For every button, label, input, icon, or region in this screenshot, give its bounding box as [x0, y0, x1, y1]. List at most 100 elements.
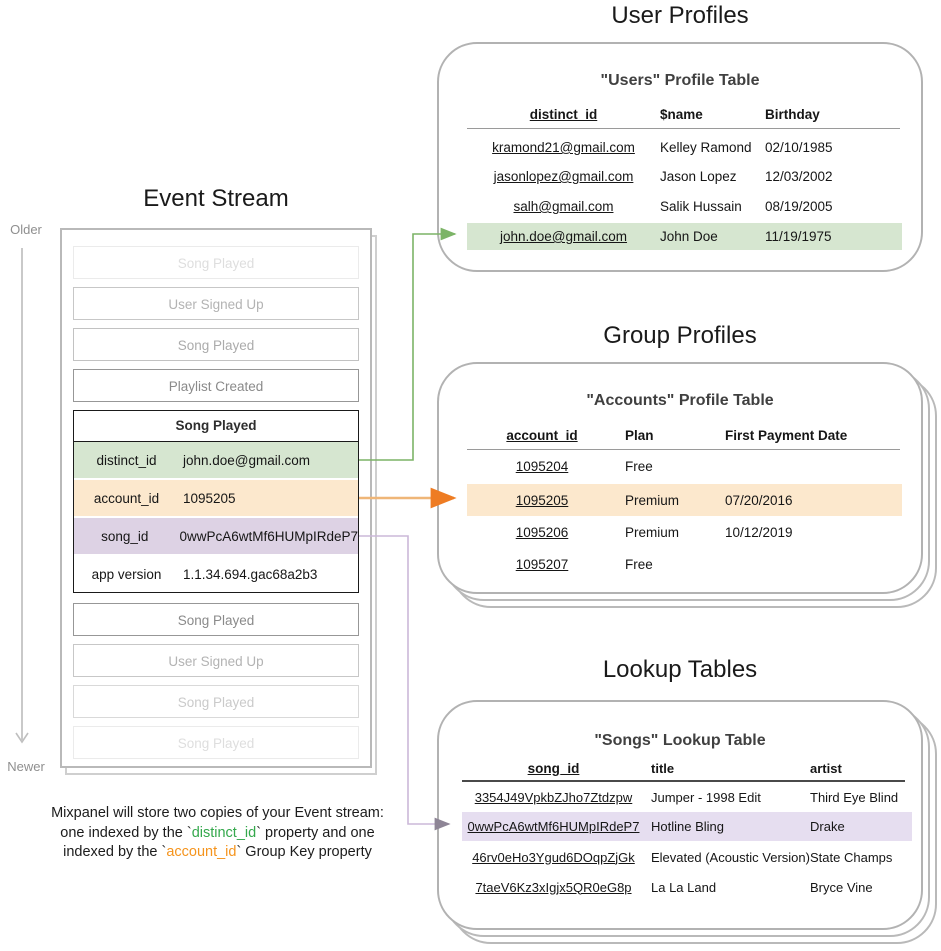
table-row-highlighted-orange: 1095205 Premium 07/20/2016: [467, 484, 902, 516]
group-profiles-title: Group Profiles: [603, 322, 757, 349]
cell-first-payment-date: 10/12/2019: [725, 524, 793, 540]
songs-table-header: song_id title artist: [462, 755, 912, 781]
cell-birthday: 11/19/1975: [765, 229, 832, 244]
column-header-title: title: [651, 760, 675, 776]
table-row-highlighted-purple: 0wwPcA6wtMf6HUMpIRdeP7 Hotline Bling Dra…: [462, 812, 912, 841]
table-row: 3354J49VpkbZJho7Ztdzpw Jumper - 1998 Edi…: [462, 783, 912, 811]
event-detail-row-song-id: song_id 0wwPcA6wtMf6HUMpIRdeP7: [74, 518, 358, 554]
caption-line2-pre: one indexed by the `: [60, 824, 192, 841]
accounts-header-rule: [467, 449, 900, 450]
caption-distinct-id: distinct_id: [191, 824, 257, 841]
property-value: 0wwPcA6wtMf6HUMpIRdeP7: [179, 528, 358, 544]
event-stream-title: Event Stream: [143, 185, 289, 212]
table-row: 7taeV6Kz3xIgjx5QR0eG8p La La Land Bryce …: [462, 873, 912, 901]
event-box-song-played-4: Song Played: [73, 685, 359, 718]
cell-name: Kelley Ramond: [660, 140, 752, 155]
cell-name: Jason Lopez: [660, 169, 737, 184]
accounts-table-header: account_id Plan First Payment Date: [467, 422, 902, 448]
property-value: 1.1.34.694.gac68a2b3: [183, 566, 318, 582]
column-header-birthday: Birthday: [765, 106, 820, 122]
cell-title: Jumper - 1998 Edit: [651, 789, 761, 805]
accounts-card: "Accounts" Profile Table account_id Plan…: [437, 362, 923, 594]
cell-distinct-id: salh@gmail.com: [513, 199, 614, 214]
property-key: account_id: [93, 490, 160, 506]
caption-line2-post: ` property and one: [256, 824, 375, 841]
event-detail-row-distinct-id: distinct_id john.doe@gmail.com: [74, 442, 358, 478]
cell-title: La La Land: [651, 879, 717, 895]
event-box-song-played-3: Song Played: [73, 603, 359, 636]
cell-artist: Bryce Vine: [810, 879, 873, 895]
cell-birthday: 08/19/2005: [765, 199, 833, 214]
cell-account-id: 1095206: [515, 524, 569, 540]
event-stream-caption: Mixpanel will store two copies of your E…: [30, 804, 405, 863]
column-header-artist: artist: [810, 760, 842, 776]
cell-artist: Third Eye Blind: [810, 789, 899, 805]
lookup-tables-title: Lookup Tables: [602, 656, 758, 683]
cell-distinct-id: kramond21@gmail.com: [492, 140, 635, 155]
cell-plan: Premium: [625, 492, 680, 508]
cell-account-id: 1095204: [515, 458, 569, 474]
column-header-distinct-id: distinct_id: [529, 106, 598, 122]
users-table-title: "Users" Profile Table: [600, 72, 760, 89]
users-card: "Users" Profile Table distinct_id $name …: [437, 42, 923, 272]
event-box-user-signed-up-1: User Signed Up: [73, 287, 359, 320]
cell-song-id: 7taeV6Kz3xIgjx5QR0eG8p: [475, 879, 632, 895]
cell-distinct-id: jasonlopez@gmail.com: [493, 169, 634, 184]
property-key: distinct_id: [96, 452, 157, 468]
table-row: kramond21@gmail.com Kelley Ramond 02/10/…: [467, 134, 902, 161]
column-header-name: $name: [660, 106, 703, 122]
event-detail-table: Song Played distinct_id john.doe@gmail.c…: [73, 410, 359, 593]
cell-plan: Free: [625, 556, 653, 572]
songs-header-rule: [462, 780, 905, 782]
event-detail-title: Song Played: [74, 411, 358, 442]
cell-plan: Free: [625, 458, 653, 474]
cell-first-payment-date: 07/20/2016: [725, 492, 793, 508]
column-header-plan: Plan: [625, 427, 654, 443]
timeline-down-arrow-icon: [15, 732, 29, 744]
property-value: john.doe@gmail.com: [183, 452, 311, 468]
event-box-song-played-2: Song Played: [73, 328, 359, 361]
users-table-header: distinct_id $name Birthday: [467, 101, 902, 127]
table-row: 46rv0eHo3Ygud6DOqpZjGk Elevated (Acousti…: [462, 843, 912, 871]
user-profiles-title: User Profiles: [611, 2, 749, 29]
property-value: 1095205: [183, 490, 236, 506]
songs-table-title: "Songs" Lookup Table: [594, 732, 766, 749]
cell-song-id: 0wwPcA6wtMf6HUMpIRdeP7: [467, 819, 640, 834]
caption-line3-pre: indexed by the `: [63, 844, 167, 860]
column-header-account-id: account_id: [506, 427, 578, 443]
event-detail-row-app-version: app version 1.1.34.694.gac68a2b3: [74, 556, 358, 592]
cell-name: Salik Hussain: [660, 199, 742, 214]
event-box-song-played-1: Song Played: [73, 246, 359, 279]
cell-account-id: 1095205: [515, 492, 569, 508]
column-header-first-payment-date: First Payment Date: [725, 427, 848, 443]
cell-birthday: 12/03/2002: [765, 169, 833, 184]
accounts-table-title: "Accounts" Profile Table: [586, 392, 774, 409]
table-row: 1095204 Free: [467, 452, 902, 480]
cell-song-id: 46rv0eHo3Ygud6DOqpZjGk: [472, 849, 635, 865]
caption-account-id: account_id: [166, 844, 237, 860]
songs-card: "Songs" Lookup Table song_id title artis…: [437, 700, 923, 930]
caption-line3-post: ` Group Key property: [236, 844, 372, 860]
cell-account-id: 1095207: [515, 556, 569, 572]
table-row: jasonlopez@gmail.com Jason Lopez 12/03/2…: [467, 163, 902, 190]
cell-plan: Premium: [625, 524, 680, 540]
cell-birthday: 02/10/1985: [765, 140, 833, 155]
table-row: salh@gmail.com Salik Hussain 08/19/2005: [467, 193, 902, 220]
table-row: 1095206 Premium 10/12/2019: [467, 518, 902, 546]
property-key: app version: [91, 566, 162, 582]
cell-title: Hotline Bling: [651, 819, 724, 834]
event-box-song-played-5: Song Played: [73, 726, 359, 759]
cell-distinct-id: john.doe@gmail.com: [499, 229, 628, 244]
older-label: Older: [10, 222, 42, 237]
event-box-user-signed-up-2: User Signed Up: [73, 644, 359, 677]
table-row-highlighted-green: john.doe@gmail.com John Doe 11/19/1975: [467, 223, 902, 250]
users-header-rule: [467, 128, 900, 129]
cell-artist: State Champs: [810, 849, 893, 865]
table-row: 1095207 Free: [467, 550, 902, 578]
cell-song-id: 3354J49VpkbZJho7Ztdzpw: [474, 789, 633, 805]
cell-artist: Drake: [810, 819, 845, 834]
newer-label: Newer: [7, 759, 45, 774]
event-detail-row-account-id: account_id 1095205: [74, 480, 358, 516]
event-box-playlist-created: Playlist Created: [73, 369, 359, 402]
